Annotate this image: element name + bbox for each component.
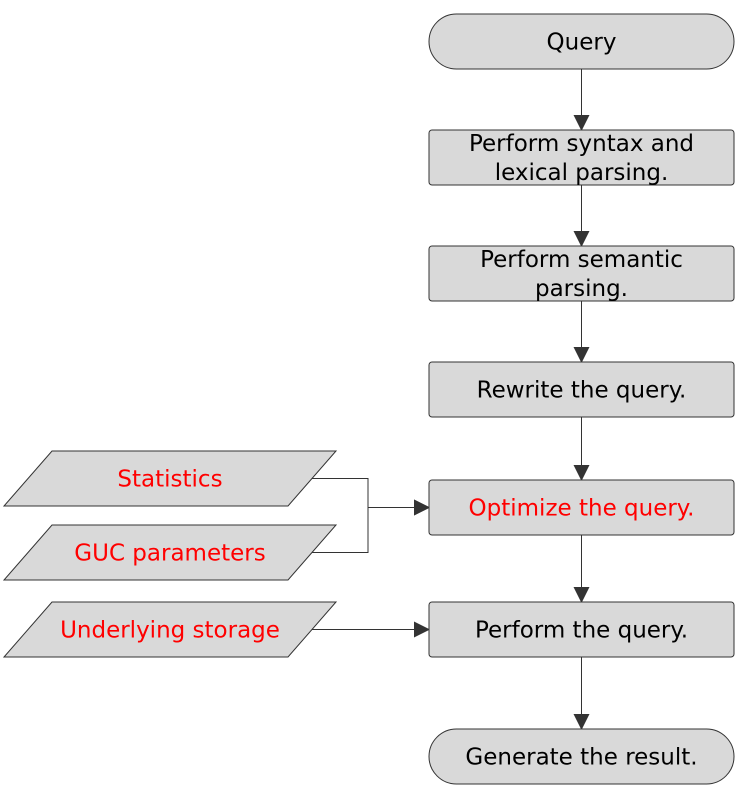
process-shape — [428, 479, 735, 536]
node-label: GUC parameters — [74, 541, 265, 567]
node-semantic: Perform semantic parsing. — [428, 245, 735, 302]
terminal-shape — [428, 13, 735, 70]
data-shape — [2, 524, 338, 581]
node-guc: GUC parameters — [2, 524, 338, 581]
node-label: Generate the result. — [465, 745, 697, 771]
node-query: Query — [428, 13, 735, 70]
node-optimize: Optimize the query. — [428, 479, 735, 536]
node-statistics: Statistics — [2, 450, 338, 507]
node-label: lexical parsing. — [495, 160, 669, 186]
edge-guc-to-optimize — [312, 499, 430, 553]
node-label: Perform the query. — [475, 618, 688, 644]
node-label: Perform semantic — [480, 247, 683, 273]
node-label: Optimize the query. — [469, 496, 695, 522]
node-syntax: Perform syntax and lexical parsing. — [428, 129, 735, 186]
process-shape — [428, 361, 735, 418]
node-label: Rewrite the query. — [477, 378, 687, 404]
process-shape — [428, 245, 735, 302]
node-label: Perform syntax and — [469, 131, 694, 157]
data-shape — [2, 601, 338, 658]
process-shape — [428, 129, 735, 186]
node-label: parsing. — [535, 276, 628, 302]
node-result: Generate the result. — [428, 728, 735, 785]
node-label: Underlying storage — [60, 618, 280, 644]
node-label: Statistics — [117, 467, 222, 493]
terminal-shape — [428, 728, 735, 785]
node-label: Query — [547, 30, 617, 56]
edge-statistics-to-optimize — [312, 478, 430, 516]
process-shape — [428, 601, 735, 658]
data-shape — [2, 450, 338, 507]
node-storage: Underlying storage — [2, 601, 338, 658]
node-rewrite: Rewrite the query. — [428, 361, 735, 418]
node-perform: Perform the query. — [428, 601, 735, 658]
